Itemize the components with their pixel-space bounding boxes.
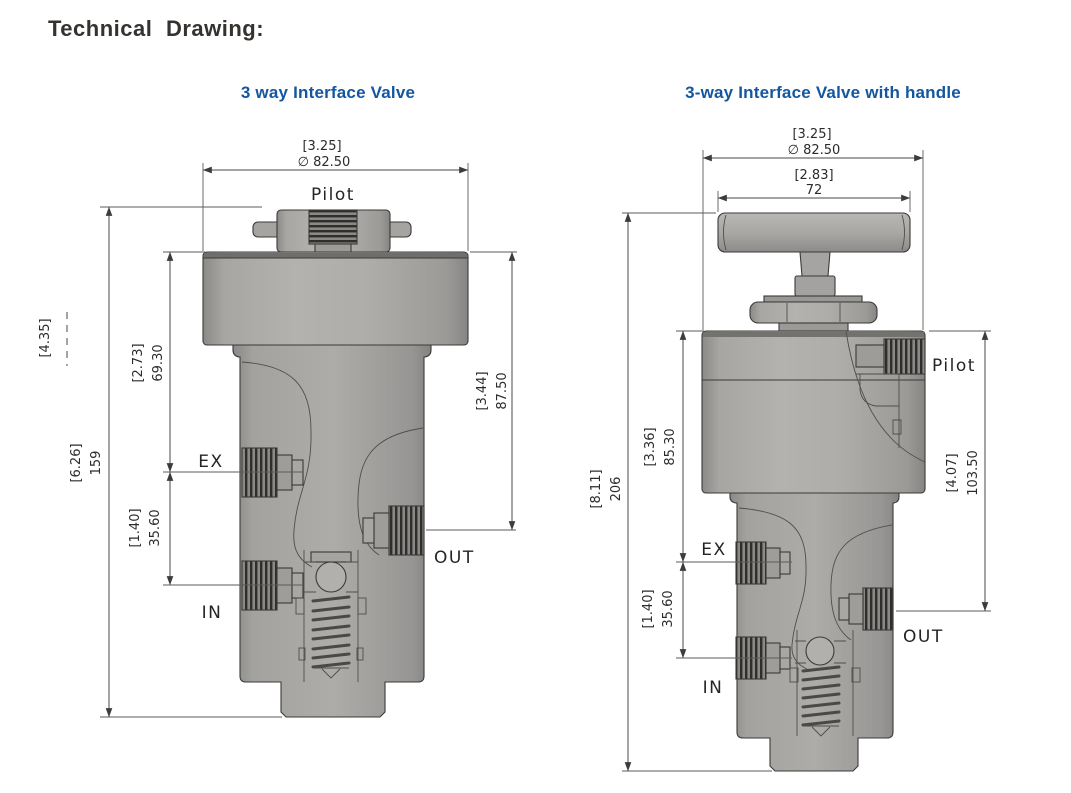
dim-left-upper-mm: 69.30 [151, 344, 166, 381]
internal-section [295, 550, 367, 682]
dim-right-handle-mm: 72 [806, 183, 823, 198]
technical-drawing-canvas: [3.25] ∅ 82.50 [6.26] 159 [4.35] [2.73] … [38, 127, 991, 772]
bonnet-hex-nut [749, 301, 878, 324]
valve-ball [315, 561, 347, 593]
dim-right-spacing-mm: 35.60 [661, 590, 676, 627]
dim-right-pilot-mm: 103.50 [966, 450, 981, 496]
pilot-cutaway [845, 330, 926, 463]
port-label-pilot-left: Pilot [311, 185, 355, 205]
port-label-out-right: OUT [903, 627, 944, 647]
lower-body [232, 344, 432, 718]
upper-body [202, 251, 469, 346]
dim-left-aux-in: [4.35] [38, 318, 53, 357]
right-valve-figure: [3.25] ∅ 82.50 [2.83] 72 [8.11] 206 [3.3… [589, 127, 991, 772]
dim-right-pilot-in: [4.07] [945, 453, 960, 492]
dim-right-upper-in: [3.36] [643, 427, 658, 466]
pilot-threads-right [883, 338, 926, 375]
figure-title-left: 3 way Interface Valve [240, 83, 416, 102]
page-title: Technical Drawing: [48, 16, 265, 41]
port-label-pilot-right: Pilot [932, 356, 976, 376]
handle-collar [794, 275, 836, 297]
dim-right-total-mm: 206 [609, 477, 624, 502]
out-port [362, 505, 425, 556]
port-label-ex-right: EX [701, 540, 726, 560]
handle-bar [717, 212, 911, 253]
dim-right-upper-mm: 85.30 [663, 428, 678, 465]
right-valve-body [701, 212, 926, 772]
valve-spring-right [801, 665, 841, 727]
dim-left-upper-in: [2.73] [131, 343, 146, 382]
dim-right-spacing-in: [1.40] [641, 589, 656, 628]
left-valve-dimensions: [3.25] ∅ 82.50 [6.26] 159 [4.35] [2.73] … [38, 139, 517, 718]
dim-left-total-in: [6.26] [69, 443, 84, 482]
dim-left-dia-in: [3.25] [302, 139, 341, 154]
port-label-out-left: OUT [434, 548, 475, 568]
in-port [241, 560, 304, 611]
dim-left-dia-mm: ∅ 82.50 [298, 155, 351, 170]
dim-left-spacing-in: [1.40] [128, 508, 143, 547]
figure-title-right: 3-way Interface Valve with handle [685, 83, 961, 102]
left-valve-figure: [3.25] ∅ 82.50 [6.26] 159 [4.35] [2.73] … [38, 139, 517, 718]
dim-right-handle-in: [2.83] [794, 168, 833, 183]
port-label-in-right: IN [703, 678, 724, 698]
valve-spring [311, 595, 351, 669]
dim-left-out-mm: 87.50 [495, 372, 510, 409]
dim-left-total-mm: 159 [89, 451, 104, 476]
right-valve-dimensions: [3.25] ∅ 82.50 [2.83] 72 [8.11] 206 [3.3… [589, 127, 991, 772]
out-port-right [838, 587, 894, 631]
handle-stem [799, 251, 831, 277]
dim-left-spacing-mm: 35.60 [148, 509, 163, 546]
ex-port [241, 447, 304, 498]
dim-right-dia-mm: ∅ 82.50 [788, 143, 841, 158]
ex-port-right [735, 541, 791, 585]
left-valve-body [202, 209, 469, 718]
bonnet-flange [763, 295, 863, 303]
dim-right-dia-in: [3.25] [792, 127, 831, 142]
port-label-in-left: IN [202, 603, 223, 623]
internal-section-right [789, 630, 861, 737]
port-label-ex-left: EX [198, 452, 223, 472]
dim-left-out-in: [3.44] [475, 371, 490, 410]
valve-ball-right [805, 636, 835, 666]
pilot-threads [308, 209, 358, 245]
dim-right-total-in: [8.11] [589, 469, 604, 508]
